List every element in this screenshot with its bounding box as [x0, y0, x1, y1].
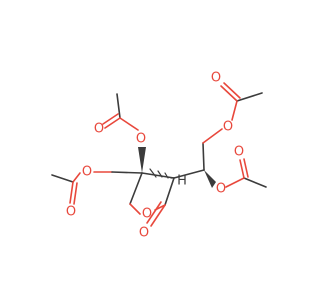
bond-ur-acyl-methyl [236, 92, 263, 102]
bond-side-ch2 [202, 142, 205, 171]
bond-acyl-left-carbon [51, 174, 74, 183]
bond-c3-side-carbon [173, 169, 205, 179]
bond-o-top-acyl [119, 117, 139, 131]
bond-c2-c3 [141, 172, 175, 179]
atom-o-left-ester: O [82, 165, 92, 180]
bond-c1-c2 [129, 172, 143, 205]
atom-o-top-carbonyl: O [94, 122, 104, 137]
atom-o-left-carbonyl: O [66, 205, 76, 220]
atom-o-top-ester: O [136, 132, 146, 147]
hash-c3-o-3 [157, 170, 163, 178]
wedge-side-o [204, 170, 216, 188]
bond-lr-acyl-co-1 [239, 159, 245, 179]
bond-lr-acyl-methyl [243, 177, 267, 188]
bond-ur-acyl-co-1 [220, 85, 238, 102]
bond-top-acyl-methyl [116, 93, 121, 119]
atom-o-lr-ester: O [216, 182, 226, 197]
bond-lr-acyl-co-2 [243, 158, 249, 178]
atom-o-ur-ester: O [223, 120, 233, 135]
bond-c4-carbonyl-o-1 [150, 204, 166, 227]
bond-o-ur-acyl [231, 100, 238, 121]
atom-o-ring: O [142, 207, 152, 222]
bond-o-lr-acyl [225, 177, 245, 188]
bond-top-acyl-co-2 [102, 113, 119, 125]
bond-o-acyl-left [72, 172, 81, 183]
atom-labels: O O O O O O O O O O H [66, 71, 244, 241]
bond-acyl-left-co-1 [69, 181, 74, 204]
bond-ring-o-c1 [129, 203, 141, 215]
bond-top-acyl-co-1 [104, 117, 121, 129]
bond-left-c3 [111, 171, 143, 174]
atom-o-carbonyl-ring: O [139, 226, 149, 241]
hash-c3-o-2 [164, 172, 169, 179]
bond-ch2-o [202, 128, 223, 144]
bond-c3-c4 [164, 177, 175, 206]
bond-layer [51, 82, 267, 227]
atom-o-ur-carbonyl: O [211, 71, 221, 86]
hash-c3-o-4 [149, 168, 157, 178]
atom-h-stereo: H [177, 174, 187, 189]
molecule-structure-diagram: O O O O O O O O O O H [51, 71, 267, 241]
bond-acyl-left-co-2 [73, 182, 78, 205]
bond-c4-carbonyl-o-2 [146, 201, 162, 224]
bond-ur-acyl-co-2 [223, 82, 241, 99]
atom-o-lr-carbonyl: O [234, 145, 244, 160]
wedge-c2-o [138, 147, 146, 173]
